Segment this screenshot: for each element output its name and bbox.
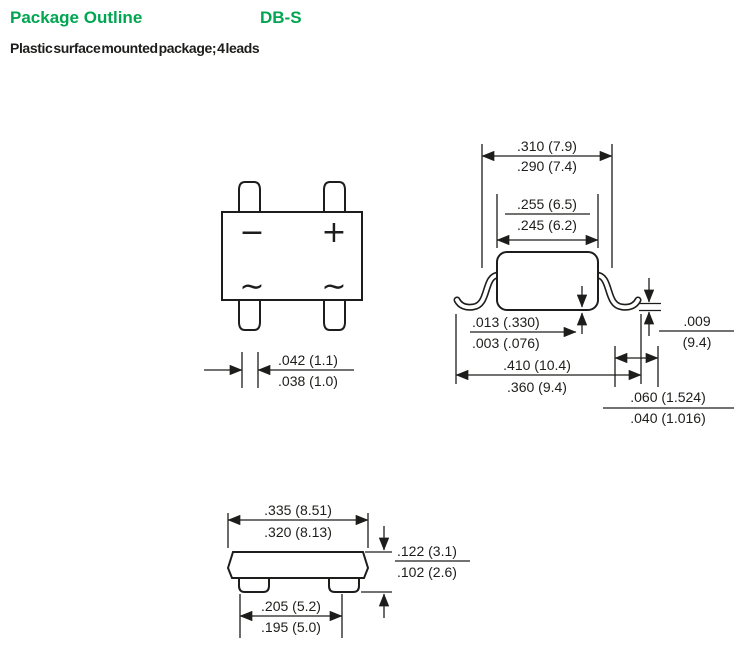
lead-top-left	[238, 181, 261, 213]
dim-standoff-max: .013 (.330)	[472, 314, 540, 330]
dim-span-max: .410 (10.4)	[503, 357, 571, 373]
dim-foot-length: .060 (1.524) .040 (1.016)	[603, 346, 734, 426]
dim-lead-thickness: .009 (9.4)	[639, 278, 734, 350]
dim-foot-span-min: .195 (5.0)	[261, 619, 321, 635]
plus-polarity-symbol: +	[321, 215, 346, 250]
dim-lead-width-max: .042 (1.1)	[278, 352, 338, 368]
dim-lead-width-min: .038 (1.0)	[278, 373, 338, 389]
dim-height-max: .122 (3.1)	[397, 543, 457, 559]
package-body-bottom-view	[226, 551, 370, 579]
page-subtitle: Plastic surface mounted package; 4 leads	[10, 40, 260, 56]
gull-wing-lead-left	[453, 271, 503, 311]
dim-length-max: .335 (8.51)	[264, 502, 332, 518]
minus-polarity-symbol: −	[239, 215, 264, 250]
dim-standoff: .013 (.330) .003 (.076)	[470, 286, 588, 351]
package-body-top-view	[221, 211, 363, 301]
foot-left	[238, 577, 270, 593]
dim-thickness-max: .009	[683, 313, 710, 329]
dim-lead-span: .410 (10.4) .360 (9.4)	[455, 314, 642, 395]
lead-bottom-left	[238, 299, 261, 331]
lead-top-right	[323, 181, 346, 213]
gull-wing-lead-right	[592, 271, 642, 311]
dim-height-min: .102 (2.6)	[397, 564, 457, 580]
dim-body-max: .255 (6.5)	[517, 196, 577, 212]
dim-foot-span-max: .205 (5.2)	[261, 598, 321, 614]
dim-body-length: .335 (8.51) .320 (8.13)	[227, 502, 369, 548]
dim-body-min: .245 (6.2)	[517, 217, 577, 233]
dim-length-min: .320 (8.13)	[264, 524, 332, 540]
dim-foot-span: .205 (5.2) .195 (5.0)	[239, 594, 343, 638]
dim-height: .122 (3.1) .102 (2.6)	[361, 526, 470, 618]
bottom-view-drawing: .335 (8.51) .320 (8.13) .122 (3.1) .102 …	[226, 502, 470, 638]
dim-overall-min: .290 (7.4)	[517, 158, 577, 174]
dim-overall-width: .310 (7.9) .290 (7.4)	[481, 138, 613, 268]
dim-foot-min: .040 (1.016)	[630, 410, 706, 426]
dim-thickness-min: (9.4)	[683, 334, 712, 350]
dim-standoff-min: .003 (.076)	[472, 335, 540, 351]
side-view-drawing: .310 (7.9) .290 (7.4) .255 (6.5) .245 (6…	[453, 138, 734, 426]
top-view-drawing: − + ∼ ∼ .042 (1.1) .038 (1.0)	[204, 181, 363, 389]
dim-overall-max: .310 (7.9)	[517, 138, 577, 154]
foot-right	[328, 577, 360, 593]
dim-lead-width: .042 (1.1) .038 (1.0)	[204, 352, 354, 389]
package-body-side-view	[496, 251, 599, 311]
ac-symbol-left: ∼	[239, 269, 264, 304]
page-title: Package Outline	[10, 8, 143, 27]
lead-bottom-right	[323, 299, 346, 331]
ac-symbol-right: ∼	[321, 269, 346, 304]
dim-span-min: .360 (9.4)	[507, 379, 567, 395]
package-name: DB-S	[260, 8, 302, 27]
dim-body-width: .255 (6.5) .245 (6.2)	[496, 194, 599, 248]
lead-core	[594, 273, 640, 310]
lead-core	[455, 273, 501, 310]
dim-foot-max: .060 (1.524)	[630, 389, 706, 405]
